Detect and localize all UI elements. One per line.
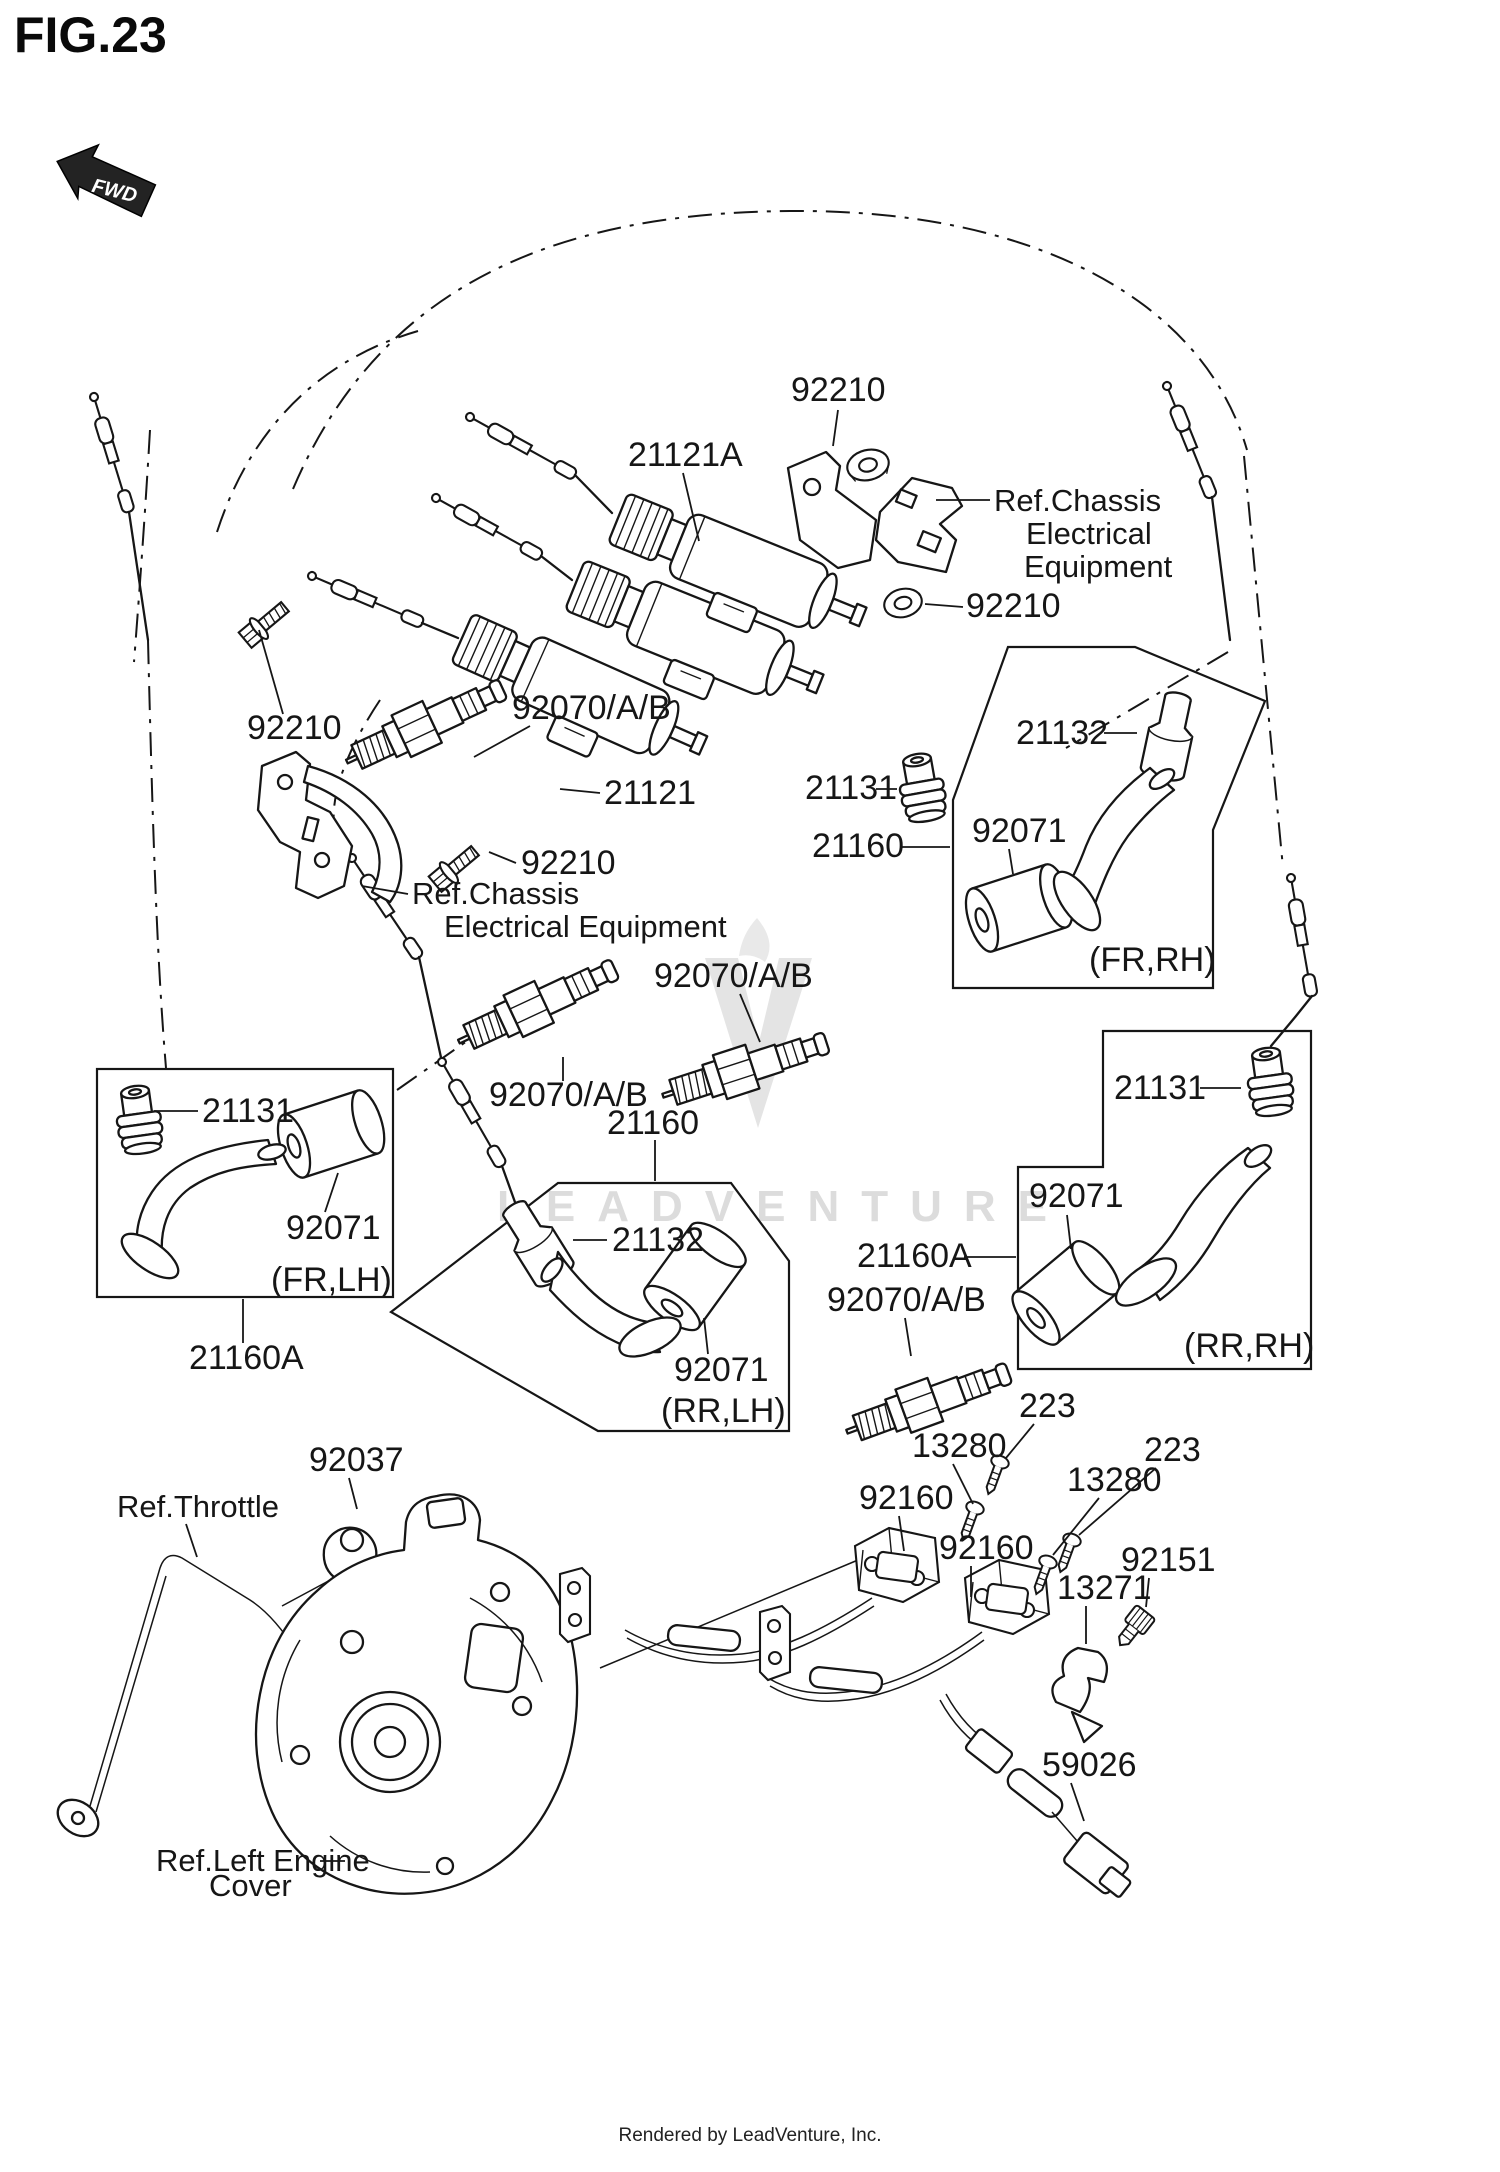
callout-assy-21160a-rr-rh: 21160A — [857, 1237, 972, 1275]
tag-rr-rh: (RR,RH) — [1184, 1327, 1314, 1365]
wire-mid — [342, 849, 518, 1207]
wire-coil-b — [428, 488, 574, 582]
figure-title: FIG.23 — [14, 7, 167, 63]
callout-damper-92071-rr-rh: 92071 — [1029, 1177, 1124, 1215]
cap-assy-fr-lh — [111, 1081, 392, 1280]
watermark-text: LEADVENTURE — [497, 1182, 1069, 1231]
callout-damper-92071-rr-lh: 92071 — [674, 1351, 769, 1389]
spark-plug-mid — [448, 946, 626, 1064]
ref-chassis-top-line2: Electrical — [1026, 516, 1152, 551]
spark-plug-front-left — [336, 666, 514, 784]
callout-cap-21131-rr-rh: 21131 — [1114, 1069, 1206, 1107]
callout-assy-21160-fr-rh: 21160 — [812, 827, 904, 865]
ref-chassis-left-line2: Electrical Equipment — [444, 909, 727, 944]
callout-damper-92071-fr-rh: 92071 — [972, 812, 1067, 850]
washer-92210-right — [880, 583, 926, 623]
callout-boot-21132-rr-lh: 21132 — [612, 1221, 704, 1259]
callout-screw-223-a: 223 — [1019, 1387, 1076, 1425]
callout-washer-92210: 92210 — [966, 587, 1061, 625]
pickup-coil-assy-b — [758, 1558, 1051, 1702]
fwd-direction-icon: FWD — [56, 143, 157, 218]
wire-right-1 — [1157, 378, 1232, 642]
chassis-equipment-bracket-top — [874, 476, 964, 574]
callout-damper-92071-fr-lh: 92071 — [286, 1209, 381, 1247]
group-box-fr-rh — [951, 645, 1267, 990]
clip-13271-part — [1051, 1646, 1109, 1744]
callout-plug-front-left: 92070/A/B — [512, 689, 671, 727]
callout-clamp-13271: 13271 — [1057, 1569, 1152, 1607]
render-credit: Rendered by LeadVenture, Inc. — [618, 2125, 881, 2146]
leader-lines — [154, 409, 1241, 1862]
ref-throttle-label: Ref.Throttle — [117, 1489, 279, 1524]
left-engine-cover — [254, 1493, 859, 1895]
wire-left — [85, 390, 150, 642]
callout-plug-mid: 92070/A/B — [489, 1076, 648, 1114]
callout-screw-13280-a: 13280 — [912, 1427, 1007, 1465]
callout-coil-21121: 21121 — [604, 774, 696, 812]
callout-assy-21160a-fr-lh: 21160A — [189, 1339, 304, 1377]
wire-coil-a — [462, 407, 614, 515]
ref-chassis-top-line1: Ref.Chassis — [994, 483, 1161, 518]
group-box-rr-lh — [389, 1181, 791, 1433]
callout-plug-front-right: 92070/A/B — [654, 957, 813, 995]
callout-boot-21132-fr-rh: 21132 — [1016, 714, 1108, 752]
callout-bolt-92210-left: 92210 — [247, 709, 342, 747]
ref-chassis-left-line1: Ref.Chassis — [412, 876, 579, 911]
cap-assy-rr-rh — [1003, 1043, 1298, 1353]
callout-clamp-92037: 92037 — [309, 1441, 404, 1479]
plug-lead-wires — [85, 378, 1320, 1207]
callout-assy-21160-rr-lh: 21160 — [607, 1104, 699, 1142]
tag-fr-rh: (FR,RH) — [1089, 941, 1216, 979]
callout-pickup-92160-a: 92160 — [859, 1479, 954, 1517]
flange-nut-92210-top — [842, 444, 894, 486]
sensor-59026-part — [939, 1693, 1132, 1898]
wire-right-2 — [1269, 871, 1320, 1048]
callout-pickup-92160-b: 92160 — [939, 1529, 1034, 1567]
callout-screw-92151: 92151 — [1121, 1541, 1216, 1579]
callout-plug-rear-right: 92070/A/B — [827, 1281, 986, 1319]
callout-cap-21131-fr-lh: 21131 — [202, 1092, 294, 1130]
cap-assy-rr-lh — [492, 1192, 754, 1358]
ref-chassis-top-line3: Equipment — [1024, 549, 1173, 584]
ref-engine-cover-line2: Cover — [209, 1868, 292, 1903]
callout-nut-top: 92210 — [791, 371, 886, 409]
pickup-coil-assy-a — [558, 1526, 941, 1664]
cap-assy-fr-rh — [893, 687, 1202, 957]
wire-coil-c — [304, 566, 460, 640]
chassis-equipment-bracket-left — [256, 750, 403, 904]
tag-rr-lh: (RR,LH) — [661, 1392, 786, 1430]
callout-cap-21131-fr-rh: 21131 — [805, 769, 897, 807]
ref-engine-cover-line1: Ref.Left Engine — [156, 1843, 370, 1878]
group-box-fr-lh — [95, 1067, 395, 1299]
coil-bracket-top — [786, 450, 878, 570]
callout-screw-223-b: 223 — [1144, 1431, 1201, 1469]
flange-bolt-92210-left — [235, 595, 295, 652]
leadventure-watermark: LEADVENTURE — [497, 918, 1069, 1231]
callout-screw-13280-b: 13280 — [1067, 1461, 1162, 1499]
group-box-rr-rh — [1016, 1029, 1313, 1371]
tag-fr-lh: (FR,LH) — [271, 1261, 392, 1299]
screw-92151-part — [1109, 1603, 1157, 1654]
callout-bolt-92210-mid: 92210 — [521, 844, 616, 882]
callout-sensor-59026: 59026 — [1042, 1746, 1137, 1784]
callout-coil-21121a: 21121A — [628, 436, 743, 474]
